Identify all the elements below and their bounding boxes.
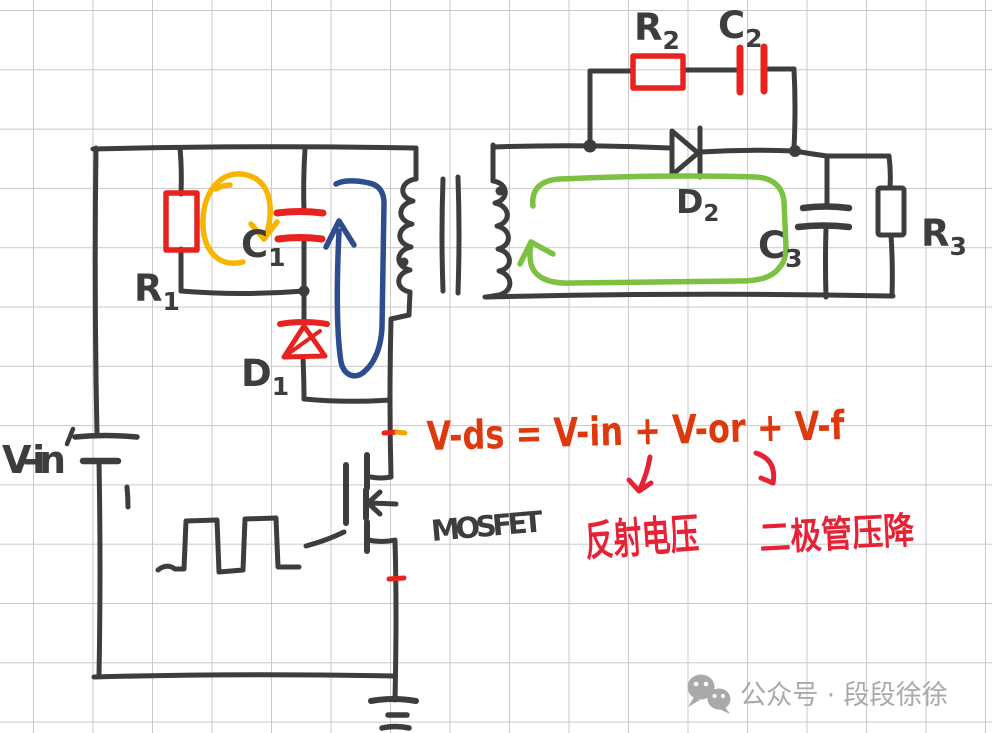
c3-plate-top [799, 203, 853, 212]
junction-dot-snubber-right [789, 145, 801, 157]
wechat-eye [721, 694, 725, 698]
label-c1: C1 [241, 223, 286, 272]
wechat-bubble-small [707, 688, 731, 710]
watermark: 公众号 · 段段徐徐 [687, 674, 948, 714]
clamp-bottom-wire [178, 288, 307, 296]
r3-resistor-body [875, 185, 907, 238]
wechat-eye [703, 681, 709, 687]
circuit-ink [64, 66, 907, 731]
blue-loop-path [333, 178, 387, 379]
watermark-text: 公众号 · 段段徐徐 [740, 680, 948, 711]
reflected-voltage-note: 反射电压 [583, 509, 700, 566]
transformer-secondary-coil [484, 178, 513, 300]
r3-bottom-lead [888, 232, 895, 299]
mosfet-body-arrow-stem [367, 500, 399, 507]
d2-diode-triangle [669, 128, 701, 178]
secondary-current-loop [517, 173, 789, 286]
secondary-bottom-wire [482, 291, 896, 300]
drain-wire [387, 316, 394, 480]
d1-bottom-lead [300, 355, 307, 402]
c3-plate-bottom [794, 222, 853, 231]
label-d1: D1 [241, 352, 289, 401]
primary-current-loop [323, 178, 387, 379]
wechat-bubble-large [687, 674, 715, 700]
clamp-current-loop [200, 171, 280, 266]
gate-square-wave [155, 515, 302, 575]
vds-formula-text: V-ds = V-in + V-or + V-f [426, 403, 846, 460]
label-c3: C3 [758, 224, 803, 273]
primary-bottom-wire [91, 672, 397, 680]
annotation-arrows [626, 450, 777, 494]
wechat-eye [693, 681, 699, 687]
secondary-polarity-dot [495, 186, 505, 196]
wechat-bubble-small-tail [719, 707, 730, 714]
battery-positive-plate [72, 432, 140, 440]
primary-top-wire [90, 144, 419, 152]
ground-bar-3 [379, 723, 412, 731]
secondary-top-wire-left [490, 143, 673, 151]
label-c2: C2 [718, 4, 763, 53]
battery-plus-tick [64, 426, 76, 447]
mosfet-gate-wire [303, 529, 347, 549]
label-r2: R2 [634, 6, 680, 55]
mosfet-drain-bend [368, 474, 394, 481]
primary-polarity-dot [399, 257, 409, 267]
source-node-tick [386, 575, 407, 582]
ground-bar-1 [368, 696, 419, 704]
mosfet-body-arrowhead-icon [365, 489, 383, 517]
d1-diode-triangle [281, 323, 328, 360]
yellow-loop-start-dash [213, 182, 233, 192]
junction-dot-clamp [298, 285, 310, 297]
wechat-bubble-large-tail [688, 697, 700, 707]
wechat-icon [687, 674, 731, 714]
d1-to-drain-wire [301, 396, 393, 404]
mosfet-source-wire [365, 537, 399, 703]
junction-dots [298, 139, 801, 297]
r2-resistor-body [630, 53, 686, 91]
diode-drop-note: 二极管压降 [758, 509, 915, 560]
secondary-top-wire-mid [697, 147, 797, 155]
label-r1: R1 [134, 267, 180, 316]
battery-minus-tick [124, 484, 131, 510]
reflected-voltage-arrow-stem [637, 454, 653, 492]
diode-drop-arrow-stem [753, 450, 777, 486]
snubber-right-vert [791, 66, 798, 151]
drain-node-tick-yellow [394, 429, 408, 436]
r1-top-lead [177, 145, 184, 197]
d1-sketch-stroke [286, 329, 322, 356]
label-d2: D2 [676, 182, 719, 227]
left-rail-lower [96, 458, 103, 679]
c1-plate-bottom [274, 234, 326, 243]
c3-bottom-lead [823, 225, 829, 300]
red-components [163, 43, 768, 582]
yellow-loop-path [200, 171, 273, 266]
green-loop-arrowhead-icon [517, 239, 556, 267]
junction-dot-snubber-left [583, 139, 597, 153]
d1-cathode-bar [277, 319, 330, 327]
wechat-eye [712, 694, 717, 698]
label-r3: R3 [921, 212, 967, 261]
transformer-core-bar-left [439, 176, 446, 294]
diode-drop-arrowhead-icon [758, 475, 776, 486]
label-vin: V-in [2, 438, 66, 482]
transformer-core-bar-right [455, 174, 462, 296]
left-rail-upper [92, 145, 100, 436]
transformer-primary-coil [396, 176, 419, 318]
c1-plate-top [273, 208, 327, 217]
c1-top-lead [301, 146, 308, 215]
reflected-voltage-arrowhead-icon [626, 477, 654, 494]
r1-resistor-body [163, 190, 200, 253]
yellow-loop-arrowhead-icon [248, 219, 280, 242]
primary-coil-bottom-lead [388, 312, 412, 322]
r3-top-lead [886, 153, 893, 191]
green-loop-path [527, 173, 789, 286]
blue-loop-arrowhead-icon [323, 218, 357, 250]
